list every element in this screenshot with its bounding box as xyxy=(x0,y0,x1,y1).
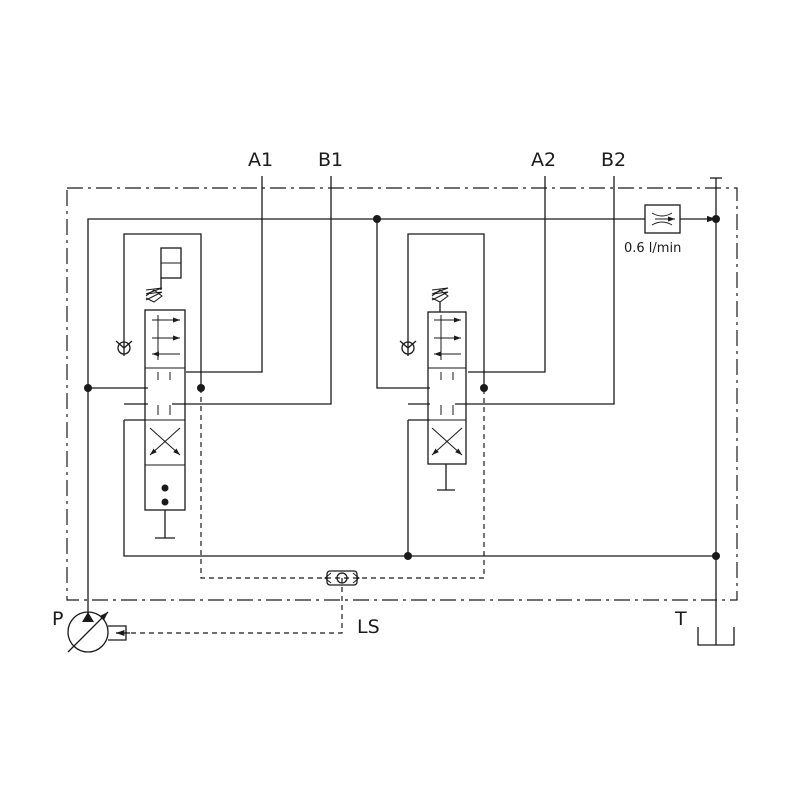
port-b1-label: B1 xyxy=(318,149,343,171)
port-a2-label: A2 xyxy=(531,149,556,171)
ls-shuttle-valve xyxy=(324,570,360,586)
port-p-label: P xyxy=(52,608,63,630)
spool-housing-1 xyxy=(123,233,202,405)
port-a1-label: A1 xyxy=(248,149,273,171)
port-ls-label: LS xyxy=(357,616,380,638)
directional-valve-2 xyxy=(427,287,467,491)
load-sense-lines xyxy=(116,388,485,636)
directional-valve-1 xyxy=(144,247,186,539)
valve-block-boundary xyxy=(66,187,738,601)
flow-restrictor-label: 0.6 l/min xyxy=(624,241,681,256)
work-port-lines xyxy=(172,176,615,405)
junction-dots xyxy=(84,215,720,560)
flow-restrictor xyxy=(644,204,716,234)
port-b2-label: B2 xyxy=(601,149,626,171)
variable-pump-symbol xyxy=(67,611,127,653)
tank-gallery xyxy=(123,177,722,645)
spool-housing-2 xyxy=(407,233,485,405)
tank-symbol xyxy=(697,627,735,646)
check-valve-1 xyxy=(115,340,133,355)
port-t-label: T xyxy=(674,608,687,630)
check-valve-2 xyxy=(399,340,417,355)
pressure-gallery xyxy=(87,218,645,618)
